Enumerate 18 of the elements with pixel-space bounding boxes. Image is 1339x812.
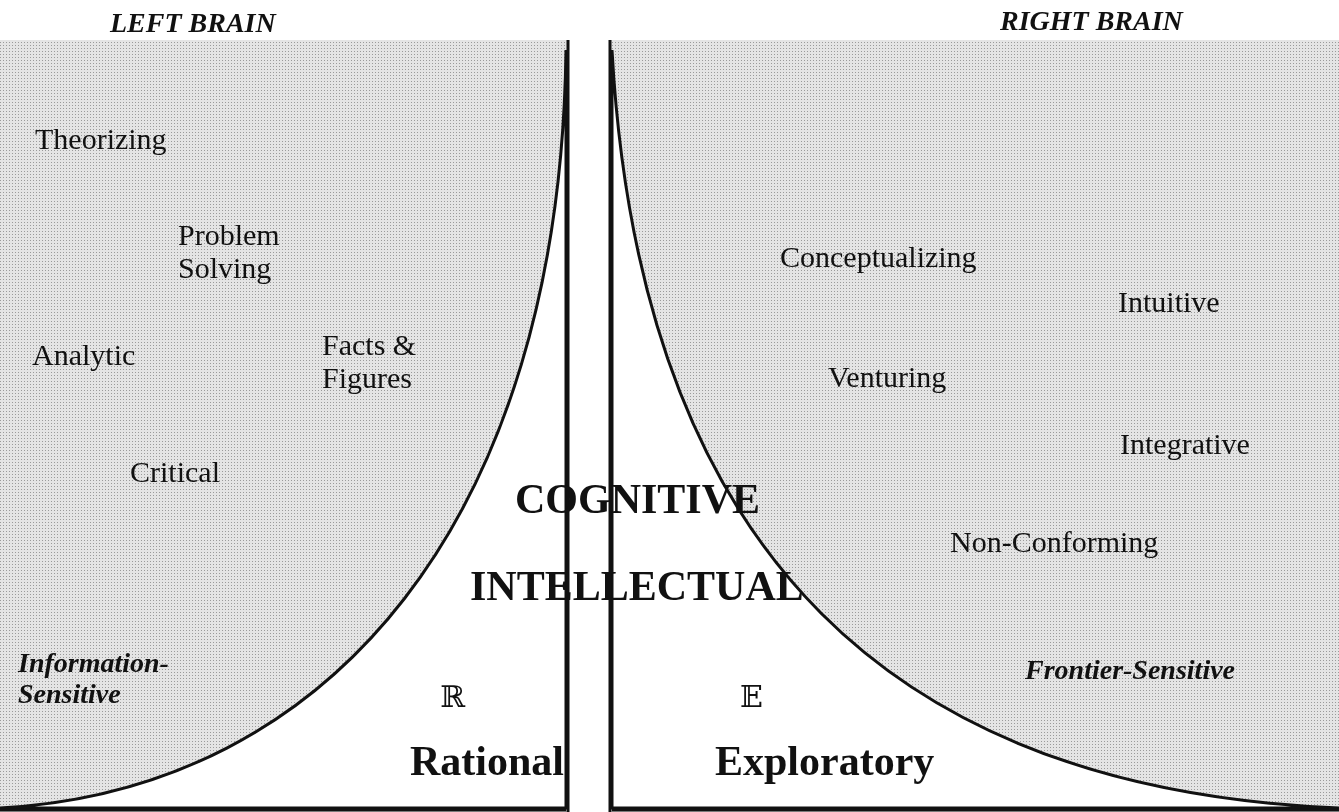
trait-label: Integrative (1120, 427, 1250, 460)
quadrant-name: Rational (410, 738, 564, 785)
heading: LEFT BRAIN (110, 8, 276, 39)
trait-label: Conceptualizing (780, 240, 977, 273)
trait-label: Venturing (828, 360, 947, 393)
trait-label: Intuitive (1118, 285, 1220, 318)
trait-label: Non-Conforming (950, 525, 1159, 558)
trait-label: Theorizing (35, 122, 167, 155)
trait-label: Facts & Figures (322, 328, 418, 394)
trait-label: Problem Solving (178, 218, 281, 284)
trait-label: Analytic (32, 338, 136, 371)
symbol-letter: ℝ (440, 680, 465, 713)
heading: RIGHT BRAIN (1000, 6, 1183, 37)
mode-label: Information-Sensitive (18, 648, 170, 710)
mode-label: Frontier-Sensitive (1025, 655, 1235, 686)
quadrant-name: Exploratory (715, 738, 935, 785)
trait-label: Critical (130, 455, 220, 488)
symbol-letter: 𝔼 (740, 680, 763, 713)
